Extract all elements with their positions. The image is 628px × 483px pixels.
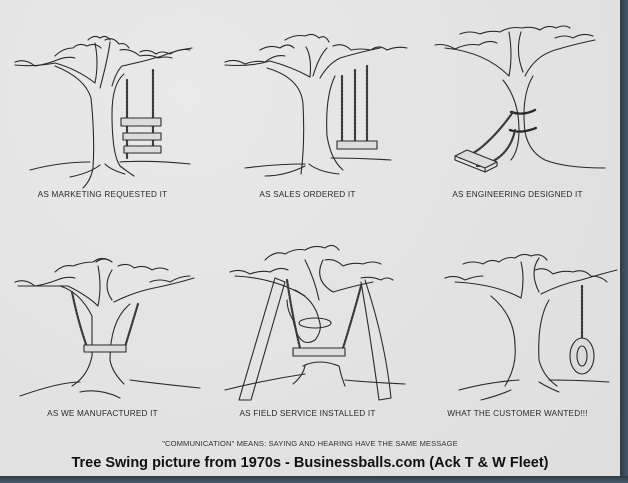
tree-swing-drawing bbox=[224, 244, 406, 401]
tree-swing-drawing bbox=[444, 253, 618, 401]
panel-caption: AS FIELD SERVICE INSTALLED IT bbox=[239, 409, 376, 418]
panel-customer: WHAT THE CUSTOMER WANTED!!! bbox=[415, 220, 620, 435]
cartoon-sheet: AS MARKETING REQUESTED IT AS SALES ORDER… bbox=[0, 0, 620, 476]
panel-caption: AS ENGINEERING DESIGNED IT bbox=[452, 190, 583, 199]
panel-caption: AS MARKETING REQUESTED IT bbox=[37, 190, 168, 199]
tree-swing-drawing bbox=[224, 33, 408, 177]
communication-motto: "COMMUNICATION" MEANS: SAYING AND HEARIN… bbox=[162, 439, 458, 448]
panel-field-service: AS FIELD SERVICE INSTALLED IT bbox=[205, 220, 410, 435]
panel-engineering: AS ENGINEERING DESIGNED IT bbox=[415, 0, 620, 215]
panel-sales: AS SALES ORDERED IT bbox=[205, 0, 410, 215]
panel-marketing: AS MARKETING REQUESTED IT bbox=[0, 0, 205, 215]
panel-caption: AS SALES ORDERED IT bbox=[259, 190, 356, 199]
frame-edge-bottom bbox=[0, 476, 628, 483]
attribution-footer: Tree Swing picture from 1970s - Business… bbox=[71, 455, 549, 471]
panel-caption: WHAT THE CUSTOMER WANTED!!! bbox=[447, 409, 588, 418]
panel-caption: AS WE MANUFACTURED IT bbox=[47, 409, 158, 418]
frame-edge-right bbox=[620, 0, 628, 483]
panel-manufacturing: AS WE MANUFACTURED IT bbox=[0, 220, 205, 435]
tree-swing-drawing bbox=[14, 257, 201, 399]
tree-swing-drawing bbox=[14, 35, 193, 189]
tree-swing-drawing bbox=[434, 25, 606, 173]
